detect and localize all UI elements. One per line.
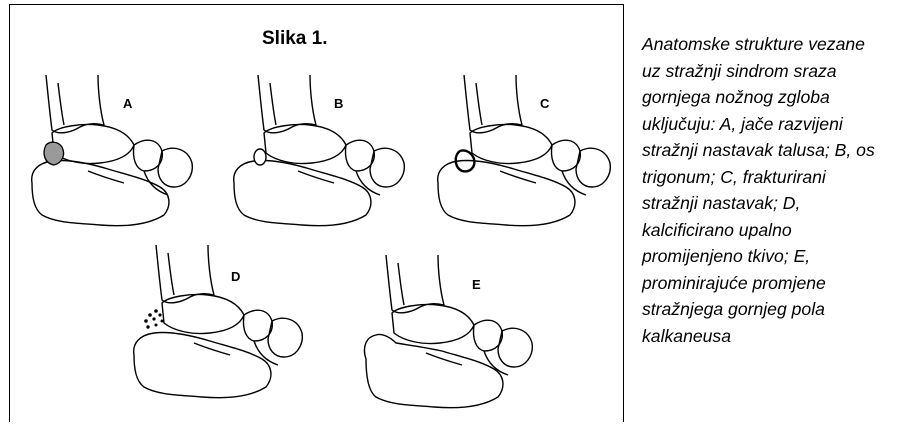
panel-label-a: A [123,96,132,111]
figure-caption: Anatomske strukture vezane uz stražnji s… [642,31,882,349]
foot-illustration-d [128,245,318,415]
panel-b: B [228,75,408,245]
panel-label-d: D [231,269,240,284]
panel-label-e: E [472,277,481,292]
panel-label-c: C [540,96,549,111]
figure-title: Slika 1. [262,28,328,50]
foot-illustration-e [360,255,550,415]
panel-label-b: B [334,96,343,111]
foot-illustration-b [228,75,408,245]
panel-a: A [28,75,208,245]
panel-e: E [360,255,550,415]
panel-d: D [128,245,318,415]
foot-illustration-c [434,75,614,245]
foot-illustration-a [28,75,208,245]
panel-c: C [434,75,614,245]
